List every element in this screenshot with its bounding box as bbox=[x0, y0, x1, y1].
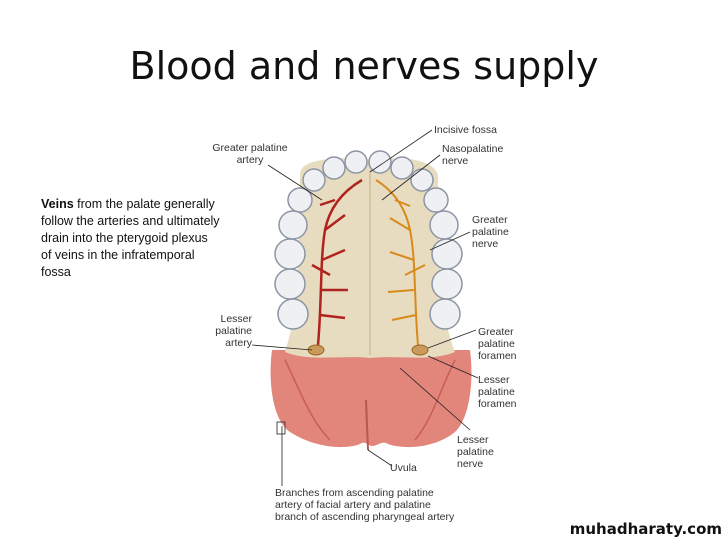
label-lesser-palatine-nerve: Lesser palatine nerve bbox=[457, 434, 494, 470]
nerves bbox=[375, 179, 426, 346]
label-lesser-palatine-artery: Lesser palatine artery bbox=[215, 313, 252, 349]
slide-title: Blood and nerves supply bbox=[129, 44, 599, 88]
label-greater-palatine-foramen: Greater palatine foramen bbox=[478, 326, 517, 362]
soft-palate bbox=[270, 350, 472, 448]
label-branches: Branches from ascending palatine artery … bbox=[275, 487, 455, 523]
label-lesser-palatine-foramen: Lesser palatine foramen bbox=[478, 374, 517, 410]
veins-note-text: from the palate generally follow the art… bbox=[41, 197, 220, 279]
veins-note: Veins from the palate generally follow t… bbox=[41, 196, 221, 281]
watermark: muhadharaty.com bbox=[569, 520, 722, 538]
label-uvula: Uvula bbox=[390, 462, 417, 474]
label-nasopalatine-nerve: Nasopalatine nerve bbox=[442, 143, 504, 167]
teeth bbox=[274, 150, 463, 330]
label-greater-palatine-nerve: Greater palatine nerve bbox=[472, 214, 509, 250]
veins-note-bold: Veins bbox=[41, 197, 74, 211]
label-greater-palatine-artery: Greater palatine artery bbox=[212, 142, 288, 166]
arteries bbox=[311, 178, 363, 346]
label-incisive-fossa: Incisive fossa bbox=[434, 124, 498, 136]
